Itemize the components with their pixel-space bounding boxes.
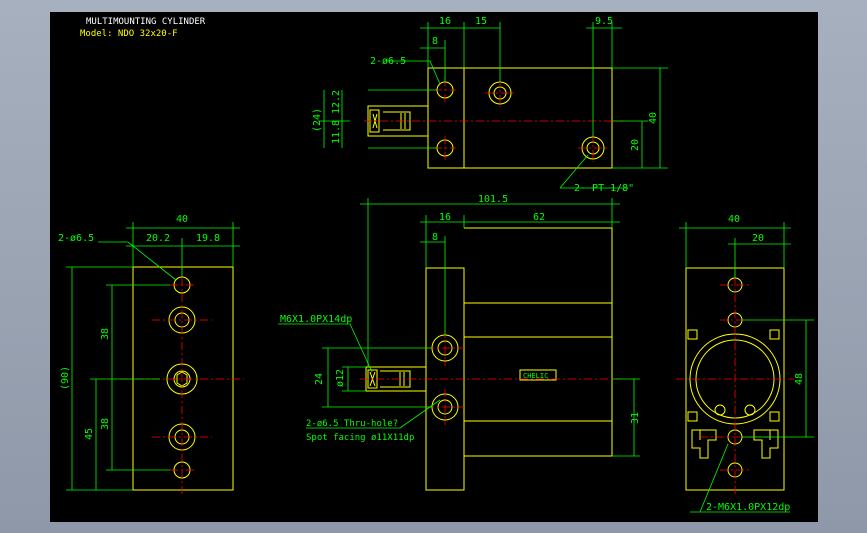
dim-left-20-2: 20.2 (146, 233, 170, 244)
dim-top-24: (24) (312, 108, 323, 132)
dim-right-20: 20 (752, 233, 764, 244)
dim-front-24: 24 (314, 373, 325, 385)
top-view-dimension-text: 16 15 9.5 8 40 20 (24) 12.2 11.8 2-ø6.5 … (312, 16, 659, 194)
dim-left-40: 40 (176, 214, 188, 225)
note-top-port: 2- PT 1/8" (574, 183, 634, 194)
note-top-holes: 2-ø6.5 (370, 56, 406, 67)
dim-front-62: 62 (533, 212, 545, 223)
title-block: MULTIMOUNTING CYLINDER Model: NDO 32x20-… (80, 17, 206, 39)
title-line1: MULTIMOUNTING CYLINDER (86, 17, 206, 27)
note-left-holes: 2-ø6.5 (58, 233, 94, 244)
dim-left-38b: 38 (100, 418, 111, 430)
dim-right-40: 40 (728, 214, 740, 225)
dim-top-11-8: 11.8 (331, 120, 342, 144)
note-front-holes-b: Spot facing ø11X11dp (306, 433, 414, 443)
front-view-dimension-text: 101.5 16 62 8 24 ø12 31 M6X1.0PX14dp 2-ø… (280, 194, 641, 443)
cad-viewport[interactable]: MULTIMOUNTING CYLINDER Model: NDO 32x20-… (50, 12, 818, 522)
right-view-dimension-lines (679, 222, 814, 513)
dim-front-31: 31 (630, 412, 641, 424)
front-view: CHELIC (278, 194, 641, 491)
cad-drawing: MULTIMOUNTING CYLINDER Model: NDO 32x20-… (58, 16, 814, 513)
dim-left-19-8: 19.8 (196, 233, 220, 244)
left-view: 40 20.2 19.8 (90) 38 38 45 2-ø6.5 (58, 214, 244, 496)
left-view-dimension-text: 40 20.2 19.8 (90) 38 38 45 2-ø6.5 (58, 214, 220, 440)
note-right-thread: 2-M6X1.0PX12dp (706, 502, 790, 513)
front-view-dimension-lines (278, 198, 640, 457)
top-view: 16 15 9.5 8 40 20 (24) 12.2 11.8 2-ø6.5 … (312, 16, 668, 194)
dim-front-101-5: 101.5 (478, 194, 508, 205)
note-front-thread: M6X1.0PX14dp (280, 314, 352, 325)
left-view-dimension-lines (66, 222, 240, 491)
dim-top-15: 15 (475, 16, 487, 27)
dim-top-9-5: 9.5 (595, 16, 613, 27)
note-front-holes-a: 2-ø6.5 Thru-hole? (306, 419, 398, 429)
top-view-dimension-lines (318, 22, 668, 189)
front-view-label: CHELIC (523, 372, 548, 380)
dim-top-12-2: 12.2 (331, 90, 342, 114)
top-view-outline (367, 67, 613, 169)
dim-left-38a: 38 (100, 328, 111, 340)
dim-front-12: ø12 (335, 369, 346, 387)
title-line2: Model: NDO 32x20-F (80, 29, 178, 39)
dim-left-90: (90) (60, 366, 71, 390)
right-view: 40 20 48 2-M6X1.0PX12dp (676, 214, 814, 513)
dim-left-45: 45 (84, 428, 95, 440)
front-view-centerlines (360, 330, 622, 425)
dim-top-16: 16 (439, 16, 451, 27)
left-view-outline (132, 266, 234, 491)
right-view-centerlines (676, 262, 794, 496)
dim-front-16: 16 (439, 212, 451, 223)
dim-top-40: 40 (648, 112, 659, 124)
dim-front-8: 8 (432, 232, 438, 243)
top-view-centerlines (364, 78, 624, 162)
front-view-outline (365, 227, 613, 491)
right-view-dimension-text: 40 20 48 2-M6X1.0PX12dp (706, 214, 805, 513)
dim-top-8: 8 (432, 36, 438, 47)
dim-right-48: 48 (794, 373, 805, 385)
dim-top-20: 20 (630, 139, 641, 151)
